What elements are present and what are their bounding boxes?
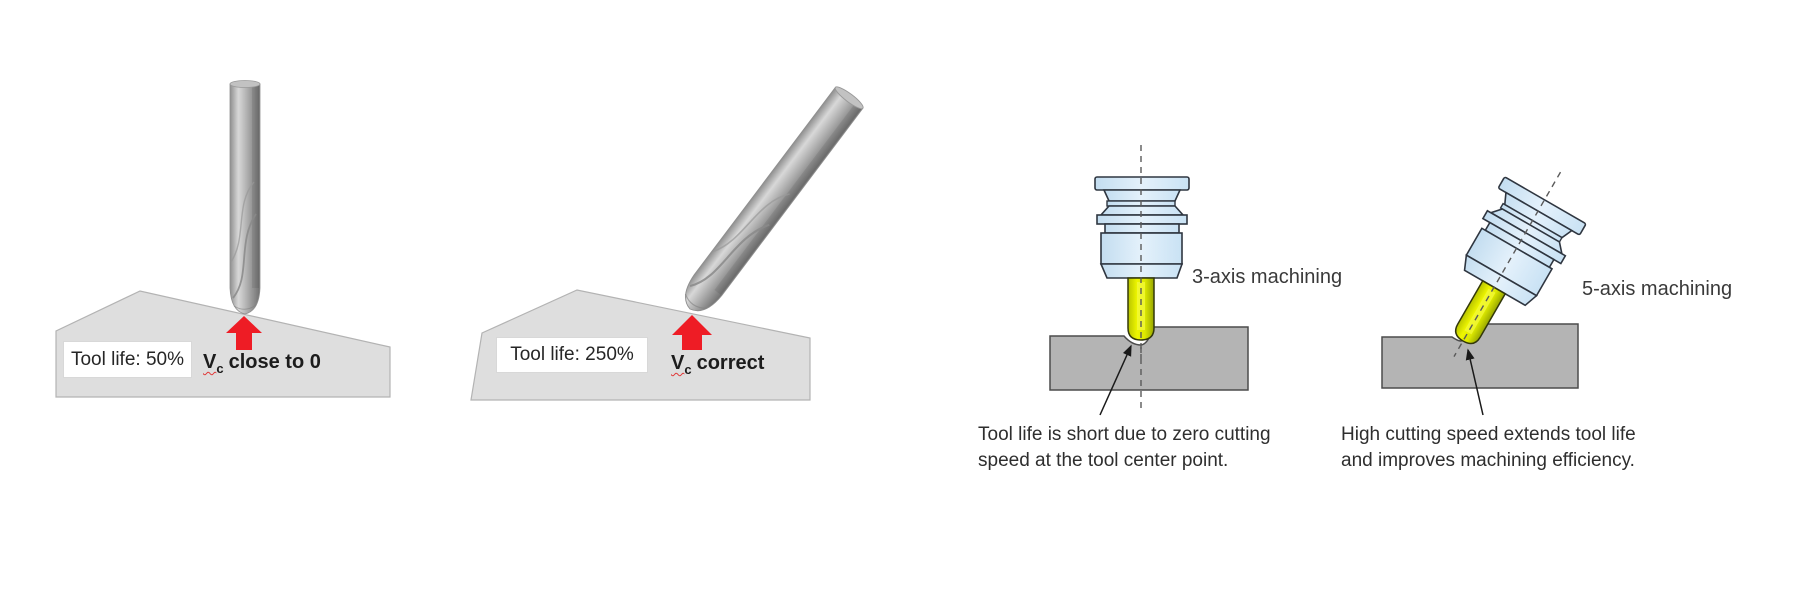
vc-symbol: Vc <box>203 351 224 376</box>
caption-line: speed at the tool center point. <box>978 450 1229 471</box>
panel-five-axis <box>1381 148 1603 416</box>
tool-center-point-arrow-icon <box>1099 344 1132 416</box>
five-axis-label: 5-axis machining <box>1582 278 1733 300</box>
panel-three-axis <box>1049 144 1249 416</box>
caption-line: and improves machining efficiency. <box>1341 450 1635 471</box>
vc-text: correct <box>696 352 765 374</box>
caption-line: High cutting speed extends tool life <box>1341 424 1636 445</box>
caption-line: Tool life is short due to zero cutting <box>978 424 1271 445</box>
tool-life-badge-tilted: Tool life: 250% <box>496 337 648 373</box>
tool-life-value: Tool life: 50% <box>70 348 184 370</box>
vc-symbol: Vc <box>671 352 692 377</box>
cutting-speed-arrow-icon <box>672 315 712 350</box>
ball-endmill-vertical <box>229 79 261 315</box>
tool-life-value: Tool life: 250% <box>510 344 634 365</box>
five-axis-caption: High cutting speed extends tool life and… <box>1341 422 1636 474</box>
contact-point-arrow-icon <box>1465 348 1484 416</box>
three-axis-label: 3-axis machining <box>1192 266 1343 288</box>
tool-life-badge-vertical: Tool life: 50% <box>63 341 192 378</box>
vc-text: close to 0 <box>228 351 321 373</box>
three-axis-caption: Tool life is short due to zero cutting s… <box>978 422 1271 474</box>
toolholder-vertical <box>1094 144 1190 359</box>
cutting-speed-arrow-icon <box>226 316 262 350</box>
ball-endmill-tilted <box>675 83 867 321</box>
